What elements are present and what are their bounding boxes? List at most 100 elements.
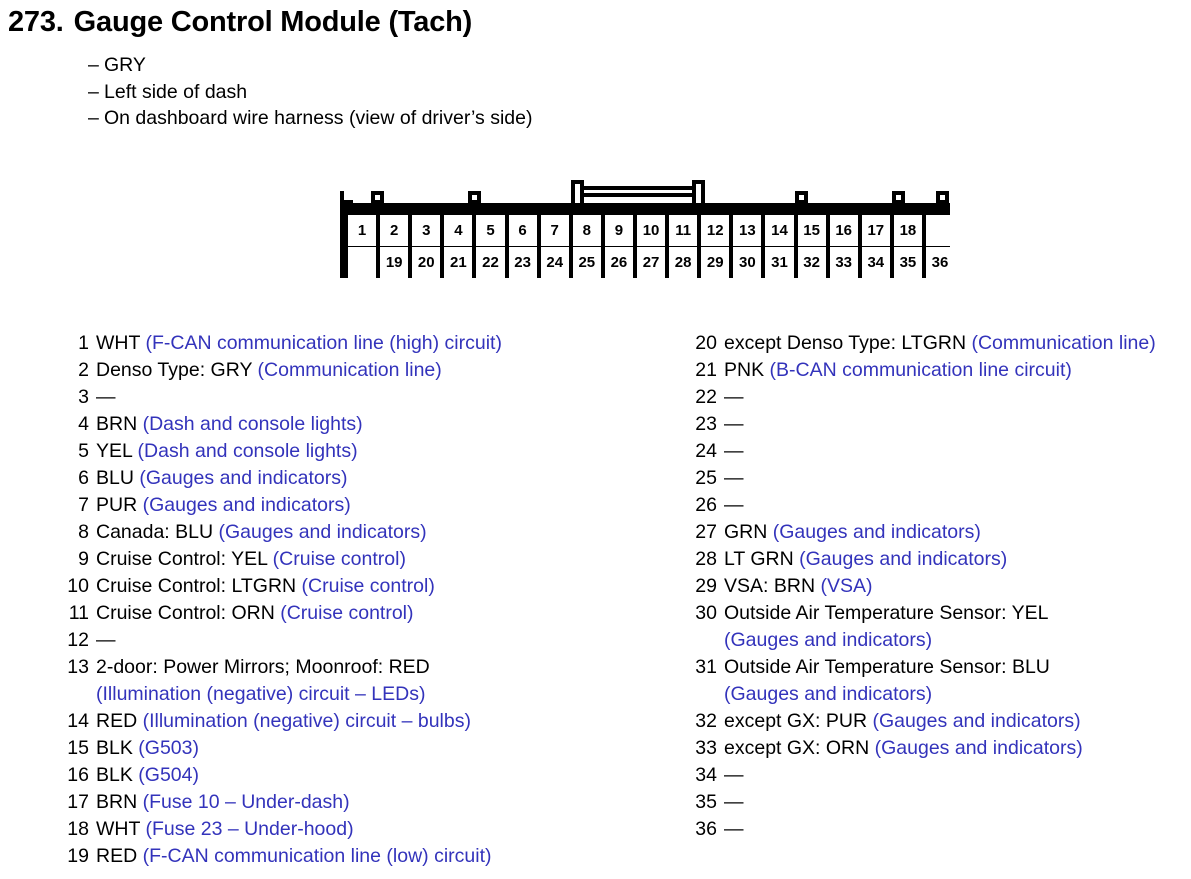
- pin-circuit-name: (F-CAN communication line (high) circuit…: [140, 332, 502, 354]
- connector-pin-cell-blank: [348, 247, 377, 278]
- pin-wire-color: Cruise Control: LTGRN: [96, 575, 297, 597]
- connector-pin-cell-23: 23: [508, 247, 537, 278]
- pin-number: 2: [78, 359, 89, 381]
- pin-row-8: 8 Canada: BLU (Gauges and indicators): [62, 519, 622, 546]
- pin-row-11: 11 Cruise Control: ORN (Cruise control): [62, 600, 622, 627]
- pin-circuit-name: (Dash and console lights): [137, 413, 363, 435]
- pin-row-23: 23—: [690, 411, 1190, 438]
- connector-pin-cell-6: 6: [508, 215, 537, 246]
- pin-number: 5: [78, 440, 89, 462]
- pin-circuit-name: (F-CAN communication line (low) circuit): [137, 845, 492, 867]
- page-title-text: Gauge Control Module (Tach): [73, 6, 473, 38]
- pin-description: VSA: BRN (VSA): [724, 573, 1190, 600]
- pin-circuit-name: (G504): [132, 764, 199, 786]
- page-title: 273. Gauge Control Module (Tach): [8, 6, 472, 39]
- pin-row-32: 32 except GX: PUR (Gauges and indicators): [690, 708, 1190, 735]
- pin-description: BLU (Gauges and indicators): [96, 465, 622, 492]
- connector-tab-icon: [468, 191, 481, 204]
- pin-description: WHT (F-CAN communication line (high) cir…: [96, 330, 622, 357]
- pin-wire-color: except GX: PUR: [724, 710, 868, 732]
- pin-description: Denso Type: GRY (Communication line): [96, 357, 622, 384]
- pin-description: Cruise Control: ORN (Cruise control): [96, 600, 622, 627]
- pin-description: RED (Illumination (negative) circuit – b…: [96, 708, 622, 735]
- pin-row-3: 3—: [62, 384, 622, 411]
- pin-description: —: [96, 384, 622, 411]
- pin-description: BLK (G504): [96, 762, 622, 789]
- pin-wire-color: Outside Air Temperature Sensor: BLU: [724, 656, 1050, 678]
- pin-circuit-name: (Gauges and indicators): [867, 710, 1081, 732]
- pin-wire-color: RED: [96, 710, 138, 732]
- pin-wire-color: —: [724, 764, 744, 786]
- pin-circuit-name: (Cruise control): [267, 548, 406, 570]
- pin-circuit-name: (G503): [132, 737, 199, 759]
- connector-pin-cell-27: 27: [636, 247, 666, 278]
- connector-pin-cell-36: 36: [925, 247, 955, 278]
- pin-circuit-name: (VSA): [815, 575, 873, 597]
- pin-wire-color: BLK: [96, 737, 133, 759]
- pin-number: 29: [695, 575, 717, 597]
- pin-number: 3: [78, 386, 89, 408]
- connector-pin-cell-22: 22: [476, 247, 505, 278]
- pin-description: RED (F-CAN communication line (low) circ…: [96, 843, 622, 870]
- connector-pin-cell-18: 18: [893, 215, 922, 246]
- list-item: –Left side of dash: [88, 79, 532, 106]
- connector-pin-cell-14: 14: [765, 215, 794, 246]
- connector-pin-cell-12: 12: [701, 215, 730, 246]
- connector-pin-cell-16: 16: [829, 215, 858, 246]
- pin-circuit-name: (Fuse 10 – Under-dash): [137, 791, 350, 813]
- pin-row-26: 26—: [690, 492, 1190, 519]
- connector-pin-cell-26: 26: [604, 247, 633, 278]
- pin-description: BRN (Dash and console lights): [96, 411, 622, 438]
- pin-circuit-name: (Illumination (negative) circuit – LEDs): [96, 683, 426, 705]
- pin-number: 11: [68, 602, 89, 624]
- pin-number: 17: [67, 791, 89, 813]
- pin-number: 27: [695, 521, 717, 543]
- connector-pin-cell-19: 19: [380, 247, 409, 278]
- pin-wire-color: PUR: [96, 494, 138, 516]
- pin-description: Canada: BLU (Gauges and indicators): [96, 519, 622, 546]
- pin-circuit-name: (B-CAN communication line circuit): [764, 359, 1072, 381]
- pin-description: Cruise Control: LTGRN (Cruise control): [96, 573, 622, 600]
- pin-number: 14: [67, 710, 89, 732]
- connector-pin-cell-29: 29: [701, 247, 730, 278]
- pin-number: 8: [78, 521, 89, 543]
- connector-latch-bar-icon: [576, 186, 700, 197]
- pin-wire-color: —: [724, 818, 744, 840]
- pin-number: 36: [695, 818, 717, 840]
- pin-circuit-name: (Fuse 23 – Under-hood): [140, 818, 354, 840]
- description-bullet-list: –GRY –Left side of dash –On dashboard wi…: [88, 52, 532, 132]
- pin-row-16: 16 BLK (G504): [62, 762, 622, 789]
- pin-number: 16: [67, 764, 89, 786]
- pin-description: BLK (G503): [96, 735, 622, 762]
- pin-number: 21: [695, 359, 717, 381]
- pin-number: 34: [695, 764, 717, 786]
- pin-wire-color: BRN: [96, 791, 138, 813]
- pin-number: 32: [695, 710, 717, 732]
- pin-number: 12: [67, 629, 89, 651]
- section-number: 273.: [8, 6, 64, 38]
- pin-circuit-name: (Illumination (negative) circuit – bulbs…: [137, 710, 471, 732]
- pin-row-14: 14 RED (Illumination (negative) circuit –…: [62, 708, 622, 735]
- pin-wire-color: BRN: [96, 413, 138, 435]
- connector-tab-icon: [795, 191, 808, 204]
- pin-circuit-name: (Gauges and indicators): [767, 521, 981, 543]
- pin-number: 20: [695, 332, 717, 354]
- connector-pin-cell-20: 20: [412, 247, 441, 278]
